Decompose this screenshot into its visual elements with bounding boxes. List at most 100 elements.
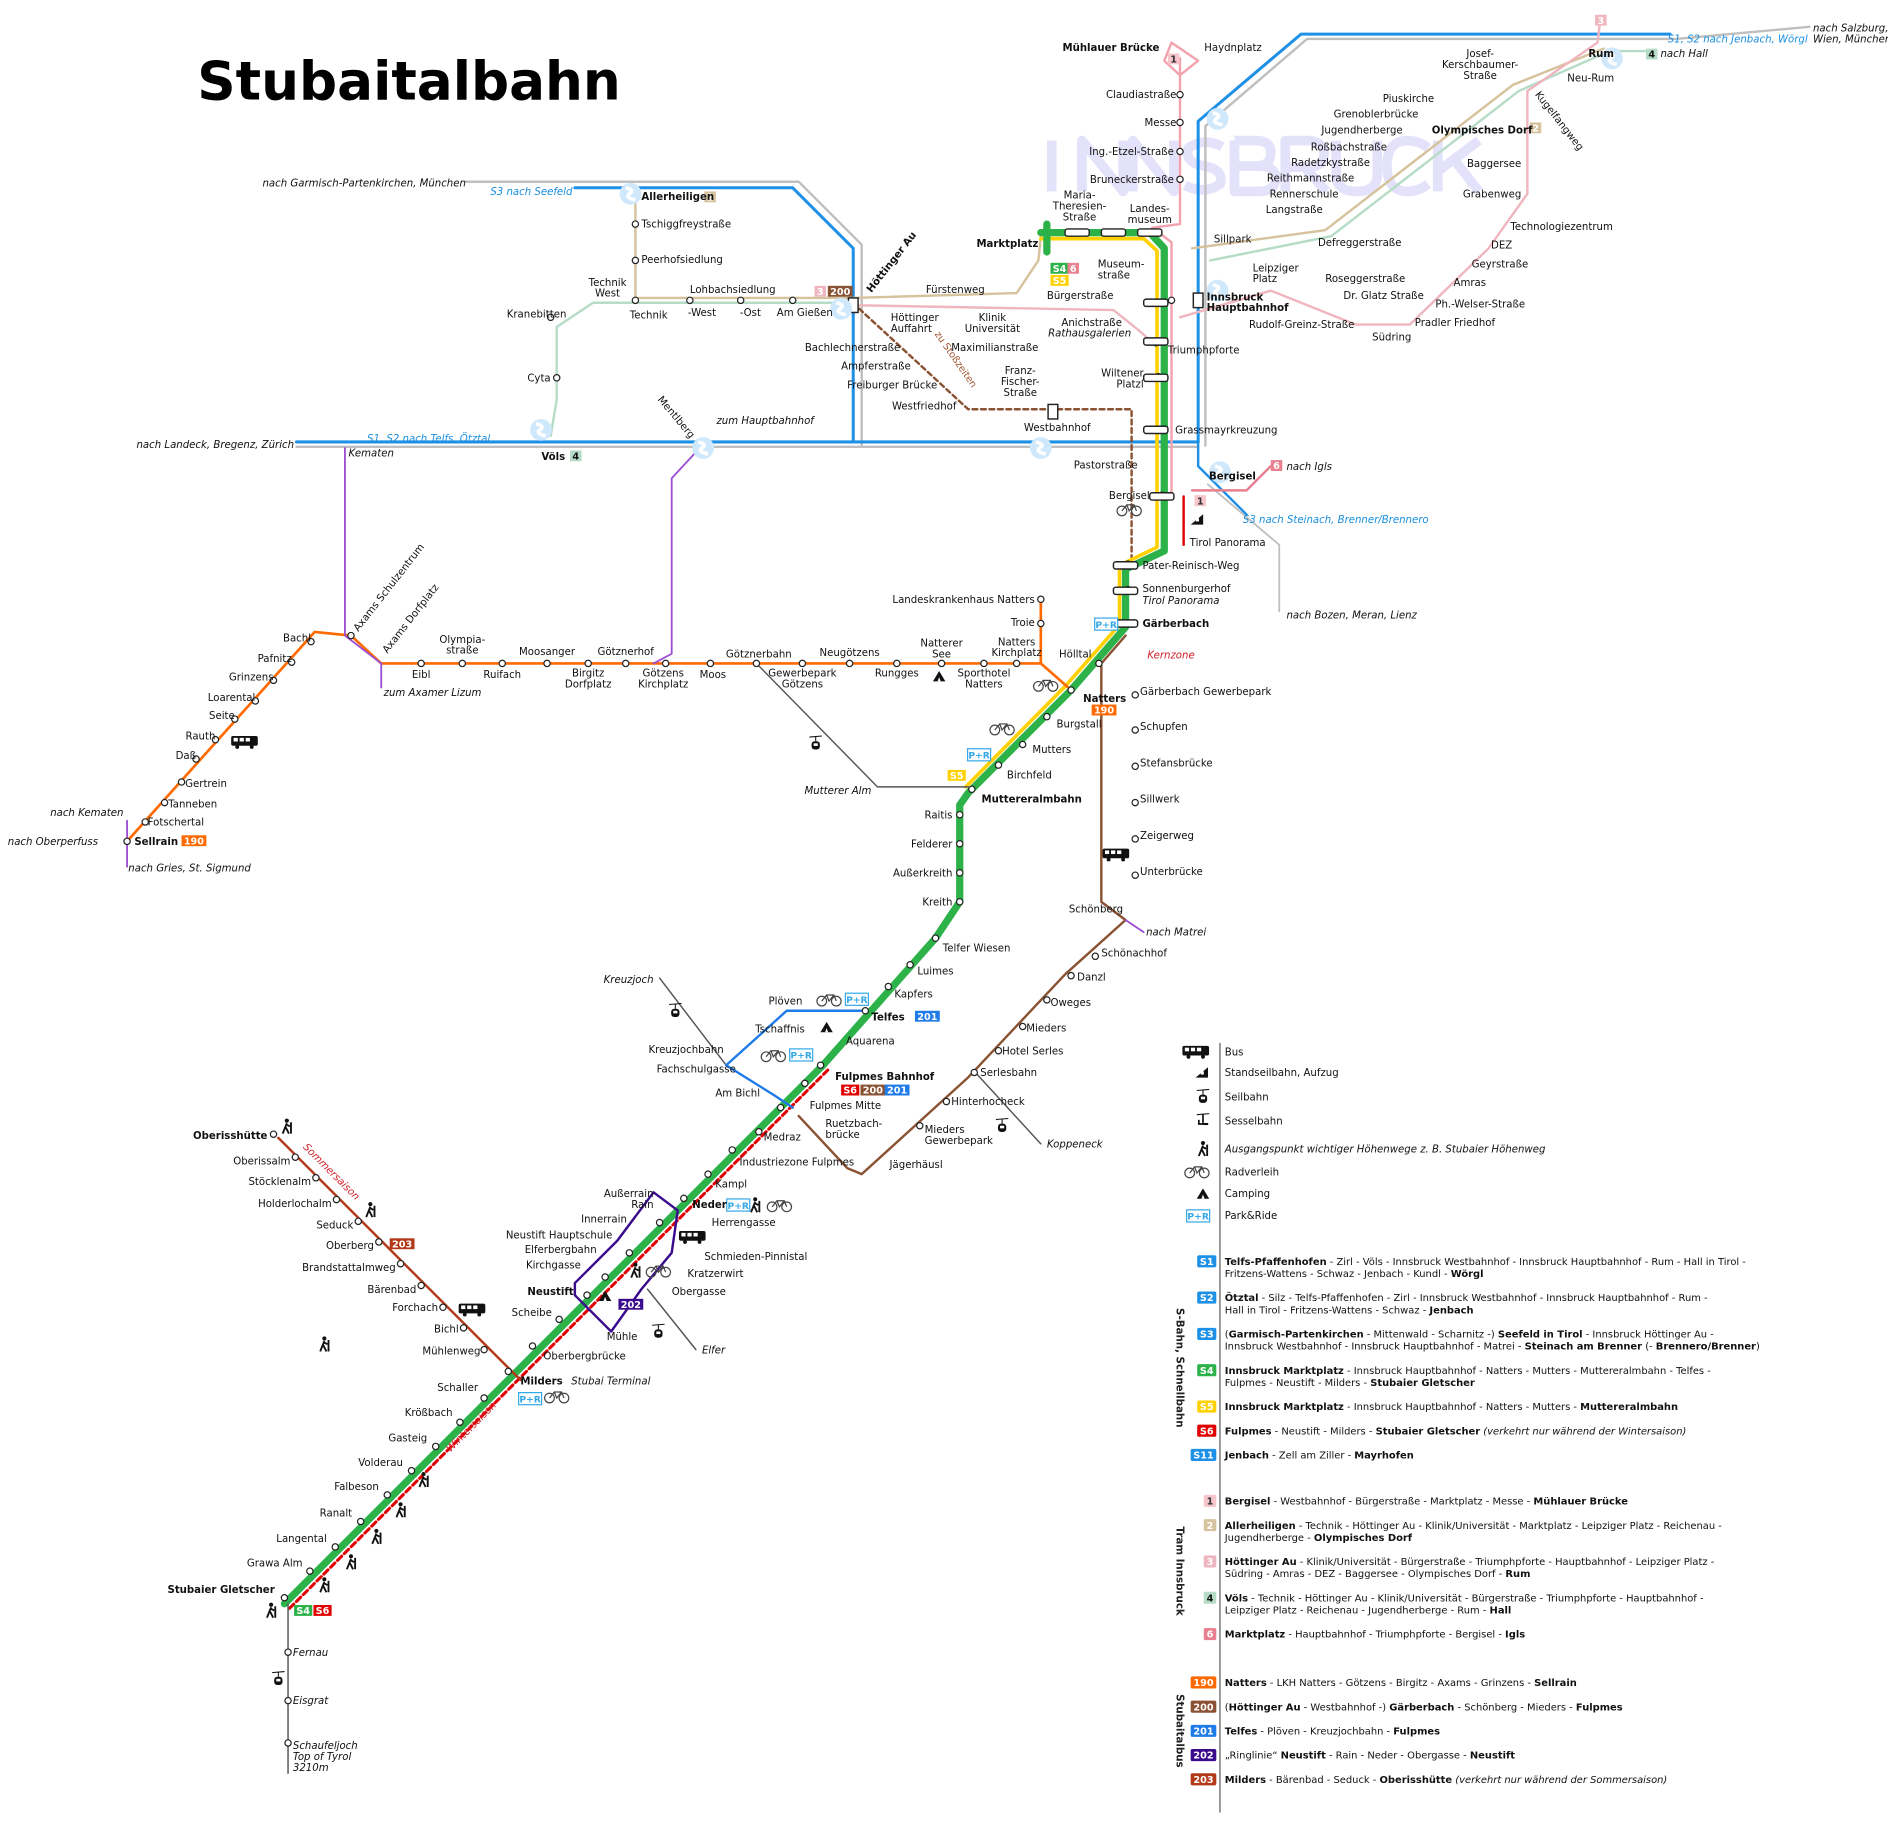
stop-marker[interactable] [417,659,425,668]
major-stop-marker[interactable] [1112,586,1139,596]
stop-marker[interactable] [621,659,630,668]
stop-marker[interactable] [284,1648,292,1656]
stop-marker[interactable] [396,1259,405,1268]
stop-marker[interactable] [1043,996,1051,1004]
stop-marker[interactable] [1037,595,1045,604]
stop-marker[interactable] [942,1097,951,1106]
stop-marker[interactable] [680,1194,688,1203]
stop-marker[interactable] [456,1418,464,1427]
stop-marker[interactable] [1018,1022,1027,1031]
stop-marker[interactable] [459,1324,468,1332]
stop-marker[interactable] [269,1130,278,1138]
stop-marker[interactable] [816,1061,825,1069]
stop-marker[interactable] [331,1543,339,1551]
stop-marker[interactable] [704,1170,712,1178]
stop-marker[interactable] [1176,118,1184,127]
stop-marker[interactable] [1131,798,1139,807]
stop-marker[interactable] [375,1238,383,1246]
stop-marker[interactable] [937,659,946,668]
stop-marker[interactable] [269,676,278,685]
stop-marker[interactable] [1131,835,1139,843]
stop-marker[interactable] [1167,296,1176,305]
stop-marker[interactable] [291,1153,300,1161]
stop-marker[interactable] [1131,691,1139,699]
stop-marker[interactable] [1043,712,1051,721]
stop-marker[interactable] [994,1046,1003,1055]
stop-marker[interactable] [356,1517,365,1526]
major-stop-marker[interactable] [1100,228,1127,237]
stop-marker[interactable] [955,810,964,819]
stop-marker[interactable] [884,982,893,991]
stop-marker[interactable] [332,1195,341,1204]
stop-marker[interactable] [141,818,149,826]
stop-marker[interactable] [788,296,797,305]
stop-marker[interactable] [1131,762,1139,771]
stop-marker[interactable] [192,755,200,763]
stop-marker[interactable] [776,1103,785,1112]
major-stop-marker[interactable] [1142,298,1169,308]
stop-marker[interactable] [893,659,901,668]
stop-marker[interactable] [655,1218,664,1227]
stop-marker[interactable] [968,785,976,794]
stop-marker[interactable] [251,697,260,705]
stop-marker[interactable] [631,296,640,305]
stop-marker[interactable] [601,1273,609,1281]
major-stop-marker[interactable] [1064,228,1090,237]
stop-marker[interactable] [458,659,467,668]
stop-marker[interactable] [801,1079,809,1088]
stop-marker[interactable] [552,374,561,382]
stop-marker[interactable] [1037,619,1045,628]
stop-marker[interactable] [955,898,964,906]
major-stop-marker[interactable] [1149,492,1175,501]
stop-marker[interactable] [160,798,169,807]
stop-marker[interactable] [955,840,964,848]
stop-marker[interactable] [546,313,555,322]
stop-marker[interactable] [906,961,914,969]
stop-marker[interactable] [706,659,715,668]
stop-marker[interactable] [625,1249,634,1257]
stop-marker[interactable] [1018,740,1027,749]
stop-marker[interactable] [845,659,854,668]
stop-marker[interactable] [583,1291,591,1299]
stop-marker[interactable] [383,1491,392,1499]
stop-marker[interactable] [736,296,745,305]
stop-marker[interactable] [280,1593,289,1602]
stop-marker[interactable] [177,778,186,786]
stop-marker[interactable] [686,296,694,305]
stop-marker[interactable] [631,220,640,228]
stop-marker[interactable] [631,256,640,265]
stop-marker[interactable] [861,1007,870,1015]
stop-marker[interactable] [555,1315,563,1324]
stop-marker[interactable] [498,659,507,668]
stop-marker[interactable] [980,659,988,668]
major-stop-marker[interactable] [1112,561,1139,570]
stop-marker[interactable] [1091,952,1100,961]
major-stop-marker[interactable] [1142,373,1169,383]
stop-marker[interactable] [284,1739,292,1747]
stop-marker[interactable] [584,659,592,668]
major-stop-marker[interactable] [1136,228,1163,237]
stop-marker[interactable] [755,1128,763,1136]
stop-marker[interactable] [431,1442,440,1451]
stop-marker[interactable] [1131,871,1139,879]
stop-marker[interactable] [931,934,940,942]
stop-marker[interactable] [1095,659,1103,668]
major-stop-marker[interactable] [1142,425,1169,435]
interchange-marker[interactable] [1047,403,1059,420]
stop-marker[interactable] [528,1342,537,1350]
stop-marker[interactable] [1176,90,1184,99]
stop-marker[interactable] [752,659,761,668]
stop-marker[interactable] [994,761,1003,769]
stop-marker[interactable] [1176,147,1184,156]
stop-marker[interactable] [798,659,807,668]
stop-marker[interactable] [307,637,315,646]
stop-marker[interactable] [661,659,670,668]
stop-marker[interactable] [417,1281,425,1290]
stop-marker[interactable] [354,1217,362,1226]
stop-marker[interactable] [231,715,239,723]
stop-marker[interactable] [407,1466,416,1475]
stop-marker[interactable] [347,631,355,640]
stop-marker[interactable] [480,1345,488,1354]
stop-marker[interactable] [970,1068,979,1077]
stop-marker[interactable] [1176,175,1184,184]
